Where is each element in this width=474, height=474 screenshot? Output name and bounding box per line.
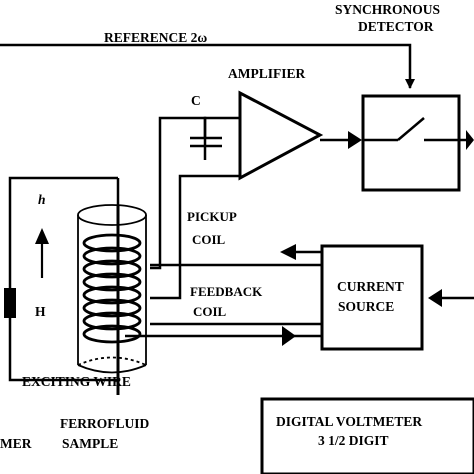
- field-small-label: h: [38, 192, 46, 207]
- reference-line: [0, 43, 415, 89]
- amplifier-triangle: [238, 90, 324, 181]
- dvm-label-line2: 3 1/2 DIGIT: [318, 433, 389, 448]
- synchronous-label: SYNCHRONOUS: [335, 2, 440, 17]
- current-source-input-arrow: [428, 289, 474, 307]
- field-large-label: H: [35, 304, 46, 319]
- capacitor-circuit: [150, 116, 240, 270]
- pickup-label: PICKUP: [187, 209, 237, 224]
- meter-partial-label: MER: [0, 436, 32, 451]
- switch-blade: [397, 117, 425, 141]
- synchronous-detector-box: [361, 94, 461, 192]
- ferrofluid-label: FERROFLUID: [60, 416, 150, 431]
- detector-label: DETECTOR: [358, 19, 434, 34]
- pickup-return-wire: [150, 174, 240, 300]
- dvm-label-line1: DIGITAL VOLTMETER: [276, 414, 422, 429]
- feedback-coil-wires: [150, 263, 322, 326]
- capacitor-label: C: [191, 93, 201, 108]
- detector-output-arrow: [459, 130, 474, 150]
- sample-label: SAMPLE: [62, 436, 118, 451]
- meter-resistor: [4, 288, 16, 318]
- reference-label: REFERENCE 2ω: [104, 30, 207, 45]
- field-arrow: [35, 228, 49, 278]
- exciting-wire-arrow: [125, 326, 322, 346]
- amplifier-label: AMPLIFIER: [228, 66, 306, 81]
- current-label: CURRENT: [337, 279, 404, 294]
- exciting-wire-label: EXCITING WIRE: [22, 374, 131, 389]
- digital-voltmeter-box: [260, 397, 474, 474]
- feedback-arrow: [280, 244, 322, 260]
- feedback-coil-label: COIL: [193, 304, 227, 319]
- ferrofluid-sample-cylinder: [77, 204, 147, 374]
- amplifier-to-detector-arrow: [320, 131, 362, 149]
- current-source-box: [320, 244, 424, 351]
- pickup-coil-label: COIL: [192, 232, 226, 247]
- feedback-label: FEEDBACK: [190, 284, 263, 299]
- pickup-coil-windings: [82, 233, 142, 344]
- source-label: SOURCE: [338, 299, 394, 314]
